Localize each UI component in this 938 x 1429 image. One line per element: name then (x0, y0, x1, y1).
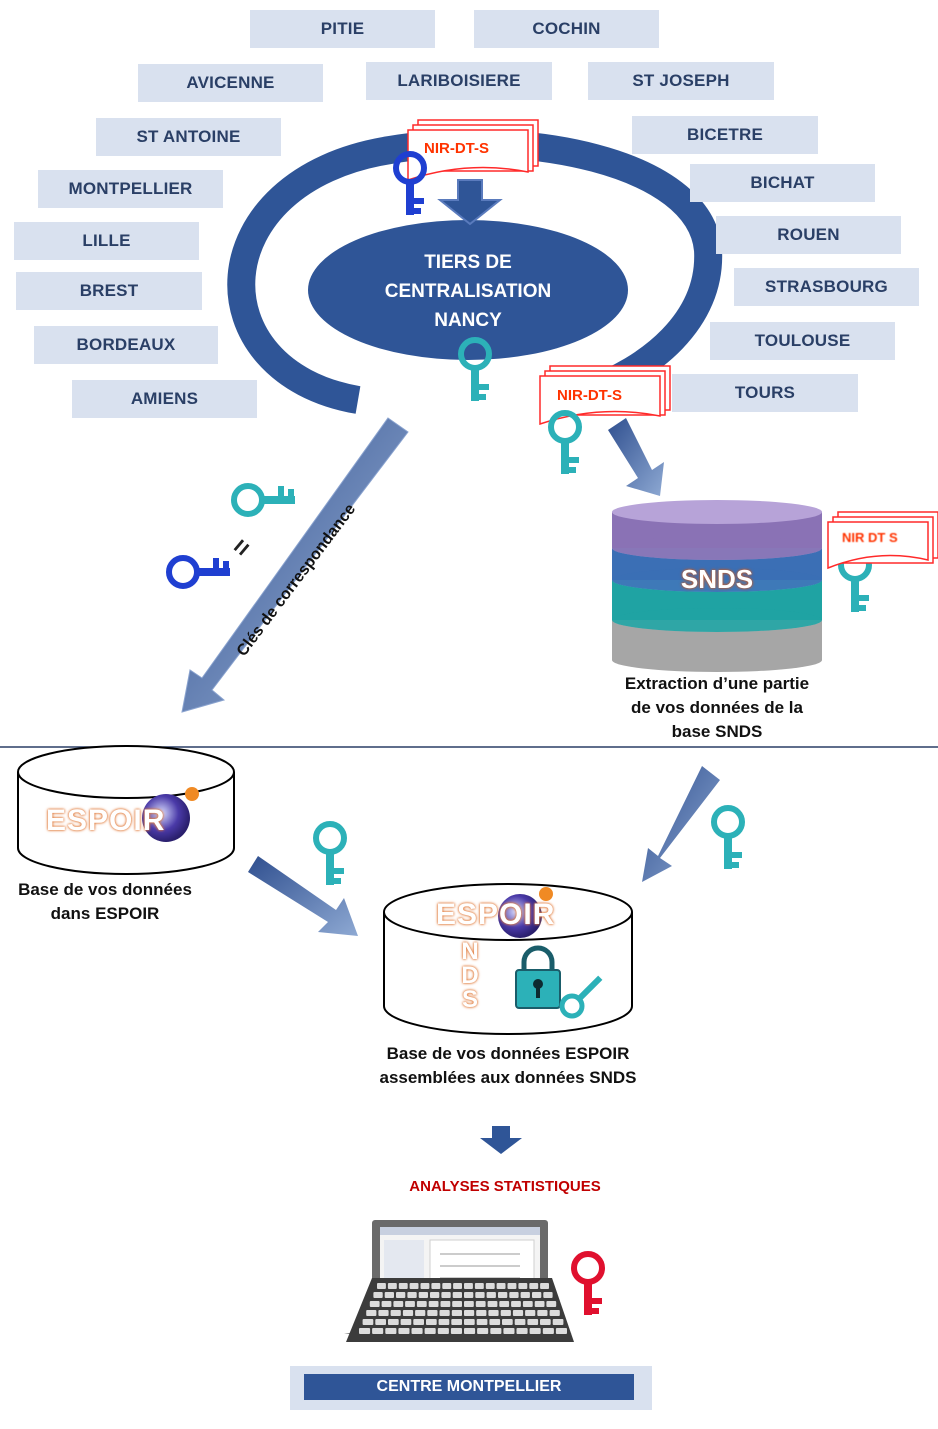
red-key-icon (574, 1254, 602, 1315)
nir-document-snds (827, 511, 938, 570)
center-box: PITIE (250, 10, 435, 48)
nir-label-snds: NIR DT S (842, 530, 898, 545)
center-box: MONTPELLIER (38, 170, 223, 208)
extraction-line1: Extraction d’une partie (624, 674, 810, 693)
teal-key-lock-icon (559, 975, 603, 1019)
merged-database (383, 883, 633, 1035)
centre-montpellier-label: CENTRE MONTPELLIER (304, 1374, 634, 1400)
merged-letter: N (461, 938, 479, 965)
teal-key-icon (551, 413, 579, 474)
center-box: LILLE (14, 222, 199, 260)
merged-caption: Base de vos données ESPOIR assemblées au… (338, 1042, 678, 1090)
extraction-line2: de vos données de la (631, 698, 803, 717)
snds-database (612, 500, 822, 672)
espoir-caption-line1: Base de vos données (18, 880, 192, 899)
merged-caption-line1: Base de vos données ESPOIR (386, 1044, 630, 1063)
analyses-label: ANALYSES STATISTIQUES (409, 1178, 601, 1195)
center-box: ROUEN (716, 216, 901, 254)
snds-arrow (608, 418, 664, 496)
nir-document-top (407, 119, 539, 182)
merged-caption-line2: assemblées aux données SNDS (379, 1068, 637, 1087)
lock-icon (515, 945, 561, 1009)
extraction-caption: Extraction d’une partie de vos données d… (582, 672, 852, 744)
analyses-arrow (480, 1126, 522, 1154)
center-box: BICETRE (632, 116, 818, 154)
merged-snds-letters: N D S (458, 940, 482, 1012)
espoir-to-merge-arrow (248, 856, 358, 936)
extraction-line3: base SNDS (671, 722, 763, 741)
center-box: TOULOUSE (710, 322, 895, 360)
nir-label-top: NIR-DT-S (424, 140, 489, 157)
espoir-logo-left: ESPOIR (46, 804, 166, 837)
laptop-keyboard (346, 1275, 570, 1338)
espoir-caption: Base de vos données dans ESPOIR (0, 878, 210, 926)
center-box: TOURS (672, 374, 858, 412)
merged-letter: S (461, 986, 478, 1013)
center-box: STRASBOURG (734, 268, 919, 306)
espoir-logo-merged: ESPOIR (436, 898, 556, 931)
tiers-line2: CENTRALISATION (384, 281, 552, 302)
correspondance-arrow (181, 417, 409, 713)
center-box: AVICENNE (138, 64, 323, 102)
center-box: ST ANTOINE (96, 118, 281, 156)
merged-letter: D (461, 962, 479, 989)
center-box: LARIBOISIERE (366, 62, 552, 100)
teal-key-horizontal-icon (234, 486, 295, 514)
nir-document-right (539, 365, 671, 426)
espoir-caption-line2: dans ESPOIR (50, 904, 160, 923)
center-box: COCHIN (474, 10, 659, 48)
tiers-line1: TIERS DE (424, 252, 512, 273)
blue-key-horizontal-icon (169, 558, 230, 586)
snds-db-label: SNDS (680, 564, 754, 594)
tiers-line3: NANCY (434, 310, 502, 331)
tiers-ellipse (308, 220, 628, 360)
tiers-label: TIERS DE CENTRALISATION NANCY (328, 248, 608, 335)
center-box: AMIENS (72, 380, 257, 418)
espoir-database (17, 745, 235, 875)
center-box: BREST (16, 272, 202, 310)
teal-key-icon (714, 808, 742, 869)
center-box: ST JOSEPH (588, 62, 774, 100)
nir-label-right: NIR-DT-S (557, 387, 622, 404)
snds-to-merge-arrow (642, 766, 720, 882)
teal-key-icon (316, 824, 344, 885)
nir-arrow (437, 179, 503, 226)
center-box: BORDEAUX (34, 326, 218, 364)
center-box: BICHAT (690, 164, 875, 202)
